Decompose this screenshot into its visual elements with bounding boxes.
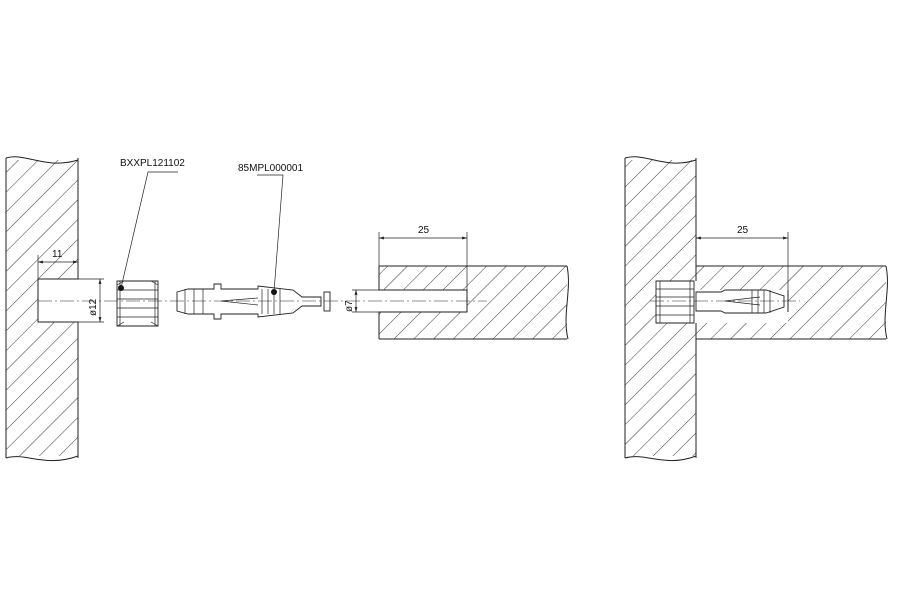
connector-part [176, 283, 331, 320]
dim-dia-right-text: ø7 [344, 300, 355, 312]
middle-panel [378, 265, 569, 340]
dim-dia-right: ø7 [344, 289, 379, 313]
dim-depth-right: 25 [378, 225, 468, 290]
dim-depth-left: 11 [37, 249, 79, 279]
label-part-mid: 85MPL000001 [238, 163, 303, 174]
dim-depth-right-text: 25 [418, 225, 430, 236]
dim-depth-assembled: 25 [695, 225, 789, 290]
leader-left: BXXPL121102 [120, 158, 185, 289]
leader-mid: 85MPL000001 [238, 163, 303, 293]
dim-depth-left-text: 11 [52, 249, 63, 260]
left-panel [5, 156, 79, 462]
assembled-sleeve [655, 280, 695, 324]
sleeve-part [116, 280, 159, 327]
assembled-connector [695, 289, 785, 314]
label-part-left: BXXPL121102 [120, 158, 185, 169]
dim-dia-left: ø12 [78, 278, 104, 323]
dim-depth-assembled-text: 25 [737, 225, 749, 236]
dim-dia-left-text: ø12 [88, 298, 99, 316]
